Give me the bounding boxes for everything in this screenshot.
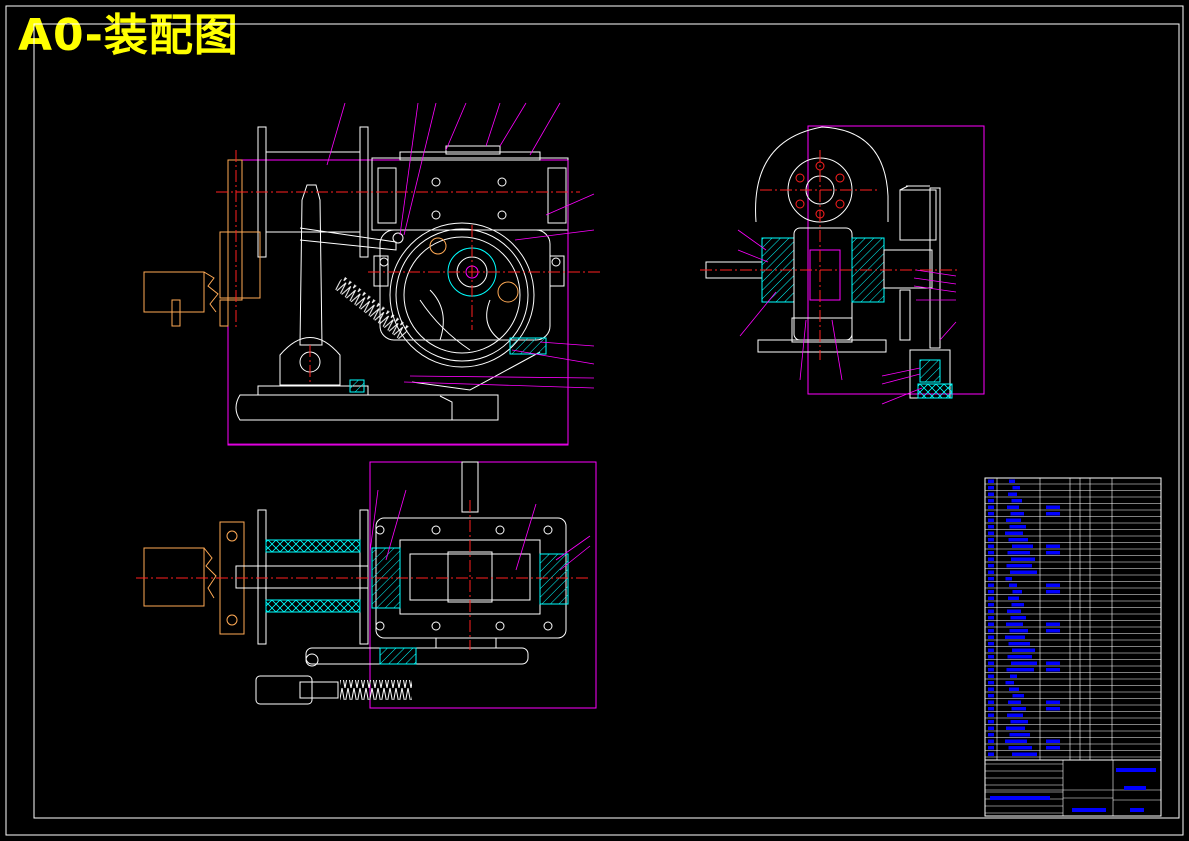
outer-border: [5, 5, 1184, 836]
plan-view: [143, 461, 597, 709]
plan-view-leaders: [369, 489, 591, 571]
plan-view-centerlines: [136, 500, 590, 650]
front-view-leaders: [228, 102, 595, 445]
front-view-centerlines: [216, 150, 600, 385]
inner-frame: [33, 23, 1180, 819]
drawing-title: A0-装配图: [18, 10, 239, 61]
parts-list-table: [984, 477, 1162, 817]
side-view-centerlines: [700, 150, 960, 360]
side-view: [705, 125, 985, 399]
front-view: [143, 126, 569, 446]
parts-list-entries: [985, 479, 1156, 814]
side-view-leaders: [737, 229, 957, 405]
